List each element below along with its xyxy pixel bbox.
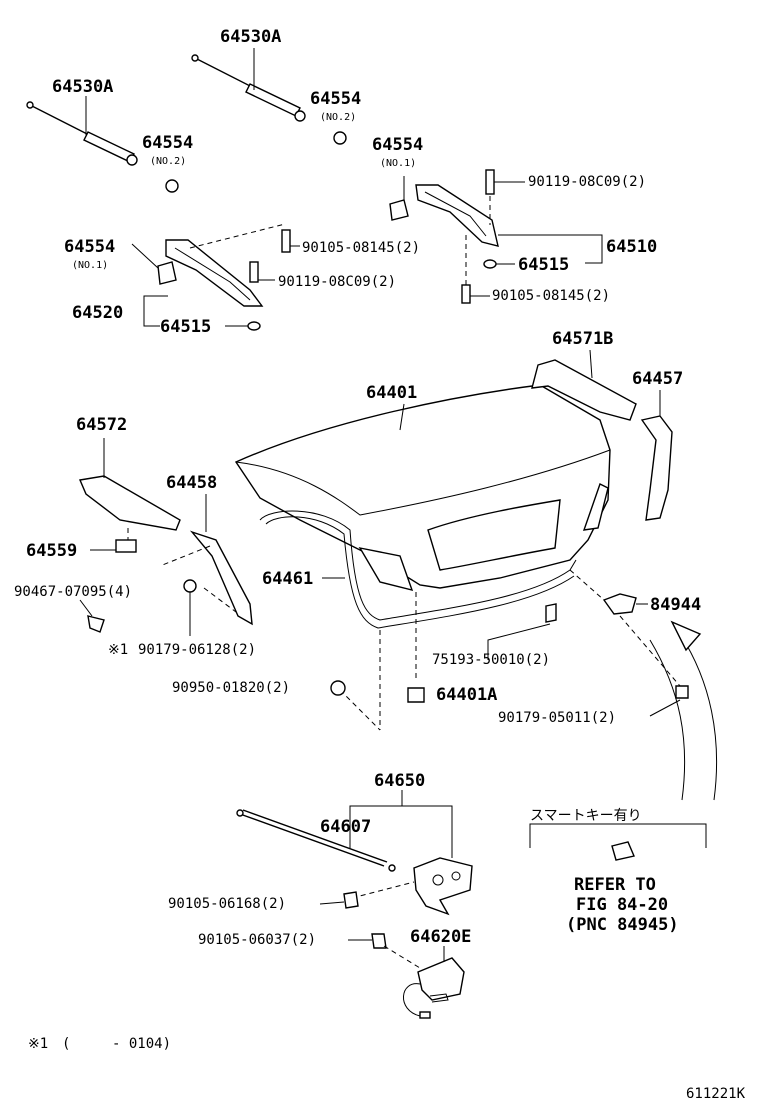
footnote-range: - 0104) [112, 1036, 171, 1052]
clip-icon [675, 685, 689, 699]
label-cushion-no2-left-sub: (NO.2) [150, 156, 186, 167]
clip-icon [87, 615, 105, 633]
stopper-icon [407, 687, 425, 703]
label-lid-weather-strip-r: 64571B [552, 329, 613, 349]
label-washer-right: 64515 [518, 255, 569, 275]
label-lid: 64401 [366, 383, 417, 403]
label-trim-r: 64457 [632, 369, 683, 389]
bumper-icon [330, 680, 346, 696]
label-cushion-no2-right: 64554 [310, 89, 361, 109]
label-cushion-no1-right-sub: (NO.1) [380, 158, 416, 169]
strut-left-drawing [26, 101, 138, 166]
label-hinge-left: 64520 [72, 303, 123, 323]
sensor-icon [602, 593, 637, 615]
label-cushion-no2-right-sub: (NO.2) [320, 112, 356, 123]
label-cushion-no1-right: 64554 [372, 135, 423, 155]
label-bolt-06168: 90105-06168(2) [168, 896, 286, 912]
label-sensor: 84944 [650, 595, 701, 615]
label-clip-90467: 90467-07095(4) [14, 584, 132, 600]
bolt-icon [371, 933, 387, 949]
label-bolt-a-left: 90119-08C09(2) [278, 274, 396, 290]
lock-drawing [413, 857, 473, 916]
arrow-icon [670, 620, 702, 652]
label-clip-64559: 64559 [26, 541, 77, 561]
label-smart-key: スマートキー有り [530, 808, 642, 824]
actuator-drawing [403, 957, 465, 1019]
label-bolt-06037: 90105-06037(2) [198, 932, 316, 948]
label-lid-weather-strip-l: 64572 [76, 415, 127, 435]
label-trim-l: 64458 [166, 473, 217, 493]
label-bolt-a-right: 90119-08C09(2) [528, 174, 646, 190]
hinge-left-drawing [131, 223, 300, 331]
cushion-icon [333, 131, 347, 145]
note-marker: ※1 [108, 642, 128, 658]
label-seal: 64461 [262, 569, 313, 589]
trim-left-drawing [189, 530, 253, 626]
label-strut-right: 64530A [220, 27, 281, 47]
clip-icon [545, 603, 557, 623]
cable-drawing [236, 809, 396, 872]
diagram-id: 611221K [686, 1086, 746, 1102]
label-cushion-no2-left: 64554 [142, 133, 193, 153]
footnote-open: ( [62, 1036, 70, 1052]
label-bolt-b-right: 90105-08145(2) [492, 288, 610, 304]
label-washer-left: 64515 [160, 317, 211, 337]
trim-64457-drawing [640, 415, 673, 521]
hinge-right-drawing [389, 169, 603, 304]
label-actuator: 64620E [410, 927, 471, 947]
weather-strip-left-drawing [79, 475, 181, 531]
label-lock-assy: 64650 [374, 771, 425, 791]
label-clip-90179-06128: 90179-06128(2) [138, 642, 256, 658]
label-cushion-no1-left-sub: (NO.1) [72, 260, 108, 271]
label-bumper-90950: 90950-01820(2) [172, 680, 290, 696]
cushion-icon [165, 179, 179, 193]
label-cushion-no1-left: 64554 [64, 237, 115, 257]
smart-key-sensor-icon [611, 841, 635, 861]
refer-line-1: REFER TO [574, 875, 656, 895]
trim-right-drawing [531, 359, 637, 421]
strut-right-drawing [191, 54, 306, 122]
refer-line-2: FIG 84-20 [576, 895, 668, 915]
label-cable: 64607 [320, 817, 371, 837]
label-clip-75193: 75193-50010(2) [432, 652, 550, 668]
refer-line-3: (PNC 84945) [566, 915, 679, 935]
label-bolt-b-left: 90105-08145(2) [302, 240, 420, 256]
clip-icon [183, 579, 197, 593]
label-stopper: 64401A [436, 685, 497, 705]
label-hinge-right: 64510 [606, 237, 657, 257]
label-clip-90179-05011: 90179-05011(2) [498, 710, 616, 726]
footnote-mark: ※1 [28, 1036, 48, 1052]
label-strut-left: 64530A [52, 77, 113, 97]
bolt-icon [343, 891, 359, 909]
clip-icon [115, 539, 137, 553]
trunk-lid-drawing [234, 384, 611, 629]
